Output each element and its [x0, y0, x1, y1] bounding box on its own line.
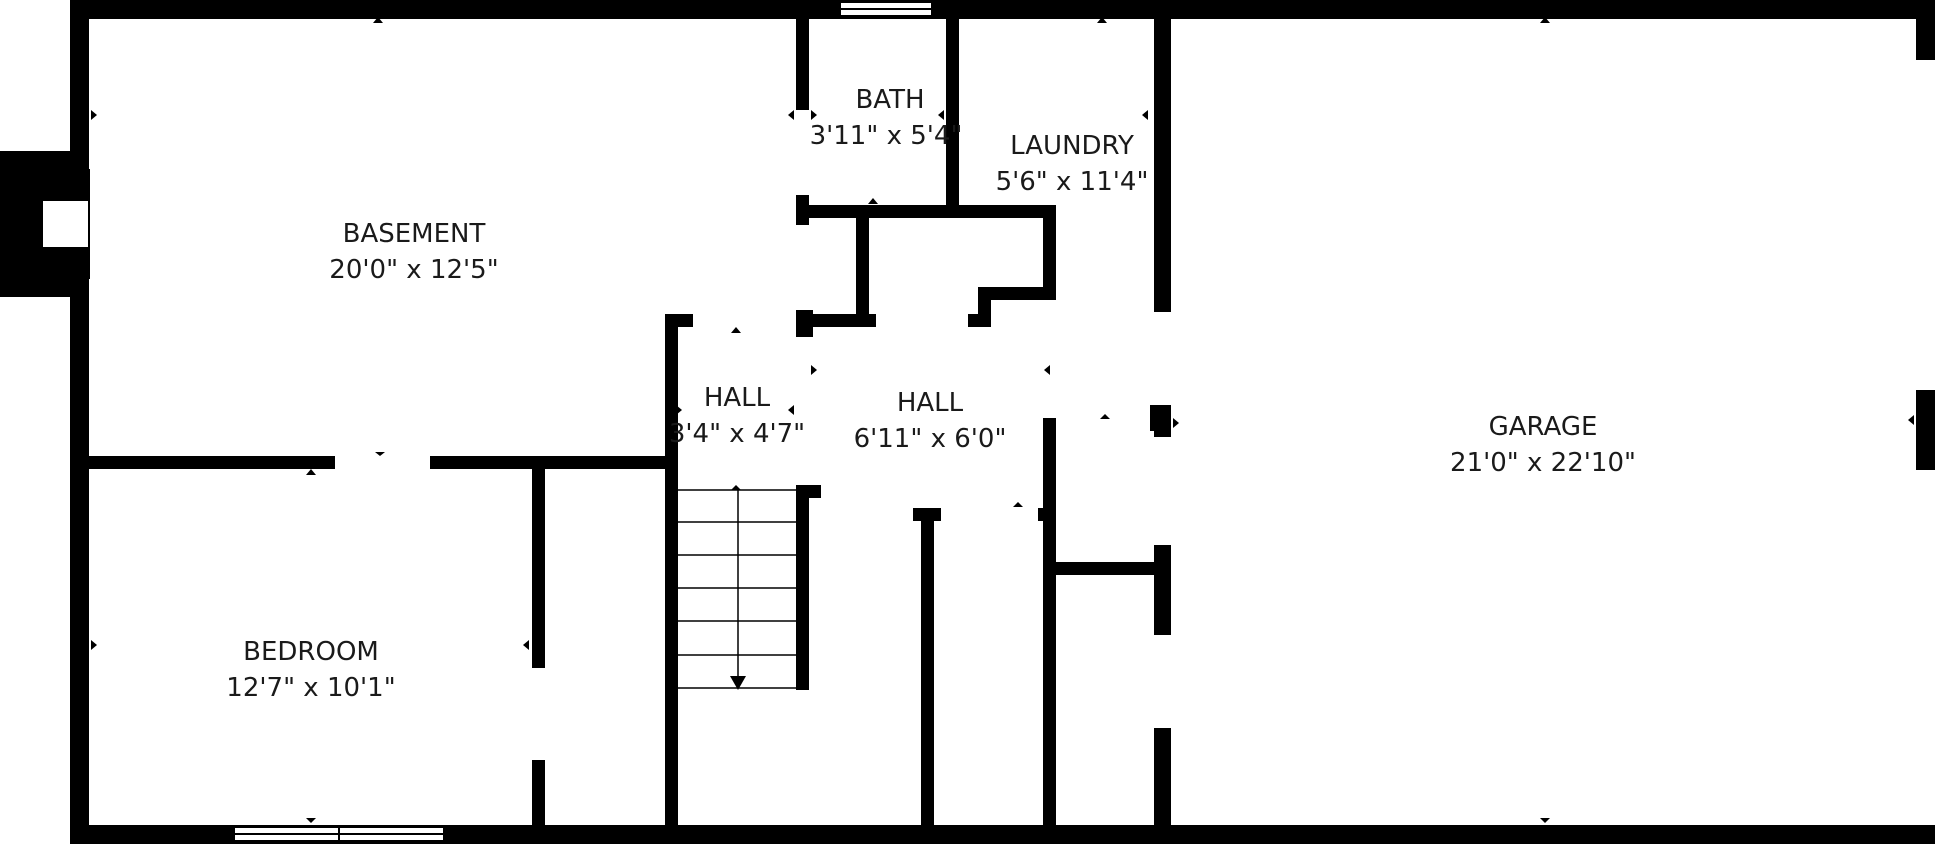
room-basement: BASEMENT 20'0" x 12'5": [329, 219, 498, 285]
room-dimensions: 5'6" x 11'4": [996, 167, 1149, 197]
room-name: BEDROOM: [243, 637, 379, 667]
room-bedroom: BEDROOM 12'7" x 10'1": [226, 637, 395, 703]
staircase-icon: [678, 489, 796, 689]
room-dimensions: 20'0" x 12'5": [329, 255, 498, 285]
arrow-down-icon: [730, 676, 746, 690]
opening-markers: [91, 17, 1914, 823]
room-dimensions: 12'7" x 10'1": [226, 673, 395, 703]
garage-side-opening: [1916, 60, 1935, 390]
exterior-walls: [70, 0, 1935, 844]
room-dimensions: 3'11" x 5'4": [810, 121, 963, 151]
room-name: BASEMENT: [343, 219, 486, 249]
room-name: HALL: [897, 388, 964, 418]
room-name: BATH: [855, 85, 924, 115]
room-bath: BATH 3'11" x 5'4": [810, 85, 963, 151]
room-laundry: LAUNDRY 5'6" x 11'4": [996, 131, 1149, 197]
room-name: LAUNDRY: [1010, 131, 1134, 161]
room-dimensions: 6'11" x 6'0": [854, 424, 1007, 454]
room-name: GARAGE: [1489, 412, 1598, 442]
fireplace-icon: [0, 151, 90, 297]
room-hall-small: HALL 3'4" x 4'7": [669, 383, 805, 449]
room-name: HALL: [704, 383, 771, 413]
interior-walls: [89, 0, 1171, 844]
room-garage: GARAGE 21'0" x 22'10": [1450, 412, 1636, 478]
room-dimensions: 3'4" x 4'7": [669, 419, 805, 449]
garage-side-opening-lower: [1916, 470, 1935, 825]
room-hall-large: HALL 6'11" x 6'0": [854, 388, 1007, 454]
room-dimensions: 21'0" x 22'10": [1450, 448, 1636, 478]
windows: [233, 1, 1935, 842]
